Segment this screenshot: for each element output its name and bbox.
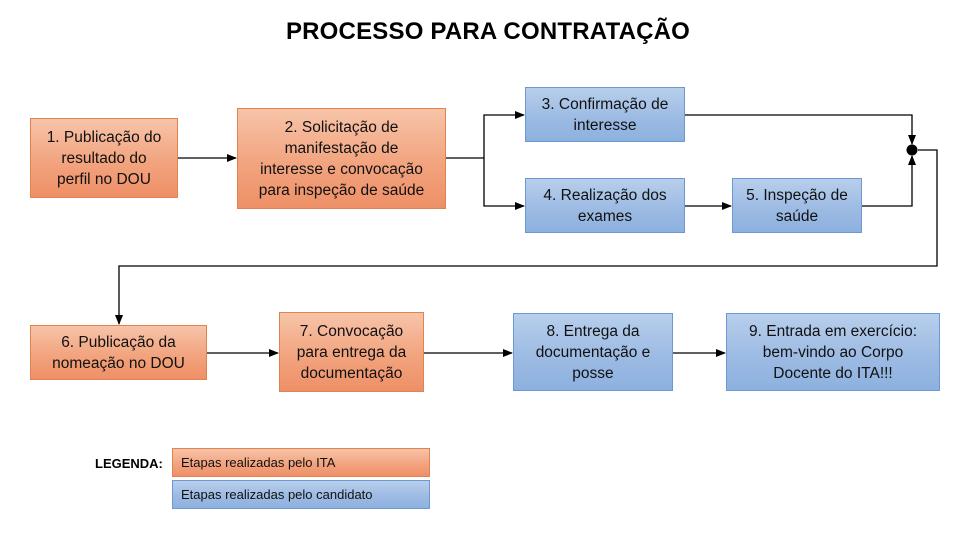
arrow-5-join: [862, 155, 916, 207]
step-8-box: 8. Entrega da documentação e posse: [513, 313, 673, 391]
step-3-label: 3. Confirmação de interesse: [541, 95, 669, 134]
step-2-box: 2. Solicitação de manifestação de intere…: [237, 108, 446, 209]
step-1-label: 1. Publicação do resultado do perfil no …: [46, 128, 162, 188]
step-6-box: 6. Publicação da nomeação no DOU: [30, 325, 207, 380]
legend-ita: Etapas realizadas pelo ITA: [172, 448, 430, 477]
step-8-label: 8. Entrega da documentação e posse: [535, 322, 651, 382]
join-node: [906, 144, 918, 156]
step-6-label: 6. Publicação da nomeação no DOU: [52, 333, 185, 372]
step-9-label: 9. Entrada em exercício: bem-vindo ao Co…: [749, 322, 917, 382]
legend-title: LEGENDA:: [95, 456, 163, 471]
step-3-box: 3. Confirmação de interesse: [525, 87, 685, 142]
diagram-title: PROCESSO PARA CONTRATAÇÃO: [285, 18, 691, 45]
legend-candidato-label: Etapas realizadas pelo candidato: [181, 487, 373, 502]
arrow-2-3: [446, 111, 525, 159]
step-7-label: 7. Convocação para entrega da documentaç…: [296, 322, 407, 382]
arrow-join-6: [115, 149, 938, 325]
legend-candidato: Etapas realizadas pelo candidato: [172, 480, 430, 509]
step-9-box: 9. Entrada em exercício: bem-vindo ao Co…: [726, 313, 940, 391]
step-5-box: 5. Inspeção de saúde: [732, 178, 862, 233]
arrow-3-join: [685, 114, 916, 145]
legend-ita-label: Etapas realizadas pelo ITA: [181, 455, 336, 470]
step-4-label: 4. Realização dos exames: [543, 186, 667, 225]
step-7-box: 7. Convocação para entrega da documentaç…: [279, 312, 424, 392]
step-2-label: 2. Solicitação de manifestação de intere…: [258, 118, 425, 199]
step-5-label: 5. Inspeção de saúde: [746, 186, 848, 225]
arrow-2-4: [483, 158, 525, 210]
step-4-box: 4. Realização dos exames: [525, 178, 685, 233]
step-1-box: 1. Publicação do resultado do perfil no …: [30, 118, 178, 198]
